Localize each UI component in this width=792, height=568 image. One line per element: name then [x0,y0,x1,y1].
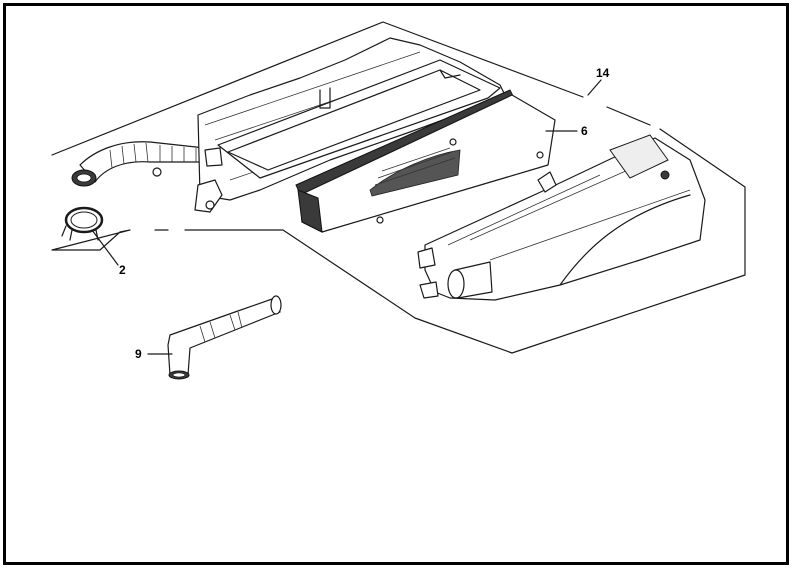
callout-6: 6 [581,124,588,138]
leader-line-14 [587,79,602,96]
callout-2: 2 [119,263,126,277]
airbox-cover [417,134,706,301]
assembly-outline [51,21,746,354]
callout-9: 9 [135,347,142,361]
leader-line-2 [91,229,119,266]
airbox-lower-housing [194,37,506,213]
cover-outlet-stub [447,261,493,299]
callout-14: 14 [596,66,610,80]
connecting-tube [167,295,282,380]
hose-clamp [61,206,104,241]
intake-snorkel [71,141,211,187]
air-filter-element [295,89,556,233]
